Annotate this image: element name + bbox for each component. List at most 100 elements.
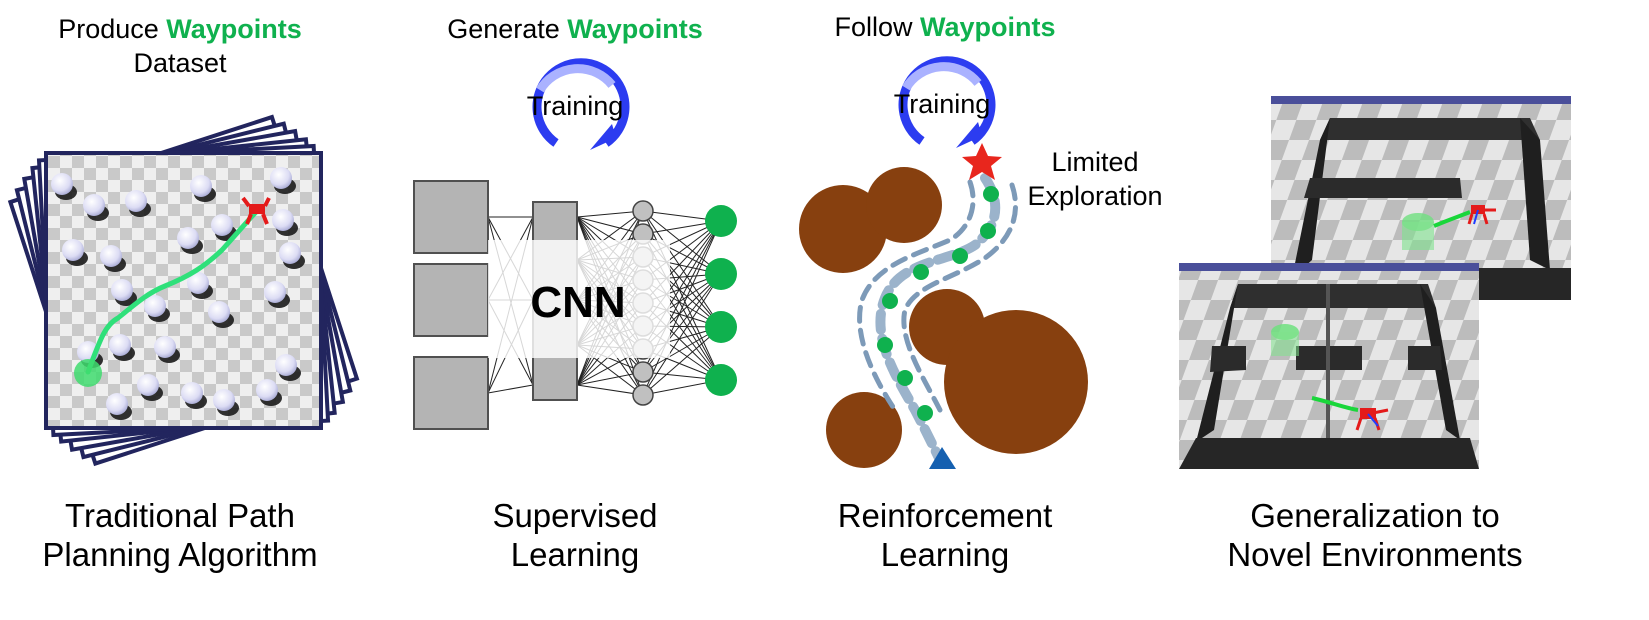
nn-edge [642,210,722,328]
waypoint-dot [913,264,929,280]
panel1-caption: Traditional Path Planning Algorithm [30,496,330,574]
pillar [256,379,278,401]
pillar [177,227,199,249]
panel3-loop-label: Training [893,89,991,119]
pillar [213,389,235,411]
goal-star-icon [962,143,1002,180]
waypoint-dot [897,370,913,386]
pillar [154,336,176,358]
exploration-note: Limited Exploration [1020,145,1170,213]
training-loop-icon [532,58,630,150]
obstacles [799,167,1088,468]
feature-map-block [413,180,489,254]
exploration-note-line2: Exploration [1027,181,1163,211]
training-loop-icon [898,56,996,148]
nn-edge [642,220,722,396]
pillar [106,393,128,415]
pillar [51,173,73,195]
waypoint-dot [983,186,999,202]
waypoint-dot [980,223,996,239]
env-sky-strip [1179,263,1479,271]
environment-render-front [1179,263,1479,469]
robot-trail [1433,210,1471,228]
panel1-title: Produce Waypoints [30,12,330,46]
pillar [125,190,147,212]
panel3-caption: Reinforcement Learning [820,496,1070,574]
output-waypoint-nodes [705,205,737,396]
nn-edge [487,384,534,394]
obstacle [799,185,887,273]
goal-marker [1271,332,1299,356]
nn-edge [642,273,722,396]
env-divider [1326,284,1330,444]
env-wall [1230,284,1436,308]
panel2-title: Generate Waypoints [420,12,730,46]
feature-map-block [413,263,489,337]
panel2-caption-line2: Learning [510,536,640,573]
pillar [83,194,105,216]
panel1-title-prefix: Produce [58,14,159,44]
nn-edge [576,216,644,235]
panel2-caption-line1: Supervised [492,497,658,534]
obstacle [826,392,902,468]
robot-icon [1355,408,1389,431]
panel3-title-prefix: Follow [834,12,913,42]
pillar [62,239,84,261]
cnn-label: CNN [530,278,626,327]
output-node [705,364,737,396]
panel3-caption-line1: Reinforcement [837,497,1053,534]
nn-edge [642,326,722,396]
pillar [211,214,233,236]
hidden-node [632,361,654,383]
robot-icon [241,196,271,225]
map-pillars [51,167,305,420]
pillar [270,167,292,189]
pillar [137,374,159,396]
pillar [279,242,301,264]
pillar [100,245,122,267]
pillar [190,175,212,197]
nn-edge [642,210,722,275]
obstacle [944,310,1088,454]
waypoint-dot [917,405,933,421]
start-marker [74,359,102,387]
robot-trail [1311,396,1359,412]
waypoint-dot [877,337,893,353]
panel1-title-highlight: Waypoints [166,14,302,44]
env-wall [1520,118,1550,270]
panel3-title-highlight: Waypoints [920,12,1056,42]
pillar [109,334,131,356]
pillar [272,209,294,231]
feature-map-block [413,356,489,430]
cnn-overlay [488,240,670,358]
env-wall [1210,346,1246,372]
env-wall [1320,118,1540,140]
hidden-node [632,200,654,222]
env-wall [1179,438,1479,469]
env-wall [1408,346,1442,370]
planned-path [85,207,261,375]
waypoint-dot [952,248,968,264]
panel1-caption-line1: Traditional Path [65,497,295,534]
pillar [264,281,286,303]
panel2-title-highlight: Waypoints [567,14,703,44]
exploration-note-line1: Limited [1051,147,1139,177]
start-triangle-icon [929,447,956,469]
env-sky-strip [1271,96,1571,104]
pillar [187,272,209,294]
robot-icon [1467,205,1496,225]
nn-edge [576,384,644,396]
panel2-loop-label: Training [526,91,624,121]
panel2-title-prefix: Generate [447,14,560,44]
nn-edge [576,210,644,218]
panel1-title-line2: Dataset [133,48,227,78]
panel4-caption-line2: Novel Environments [1227,536,1523,573]
pillar [111,279,133,301]
pillar [208,301,230,323]
panel2-caption: Supervised Learning [455,496,695,574]
hidden-node [632,384,654,406]
panel4-caption: Generalization to Novel Environments [1220,496,1530,574]
waypoint-dot [882,293,898,309]
goal-marker [1402,222,1434,250]
